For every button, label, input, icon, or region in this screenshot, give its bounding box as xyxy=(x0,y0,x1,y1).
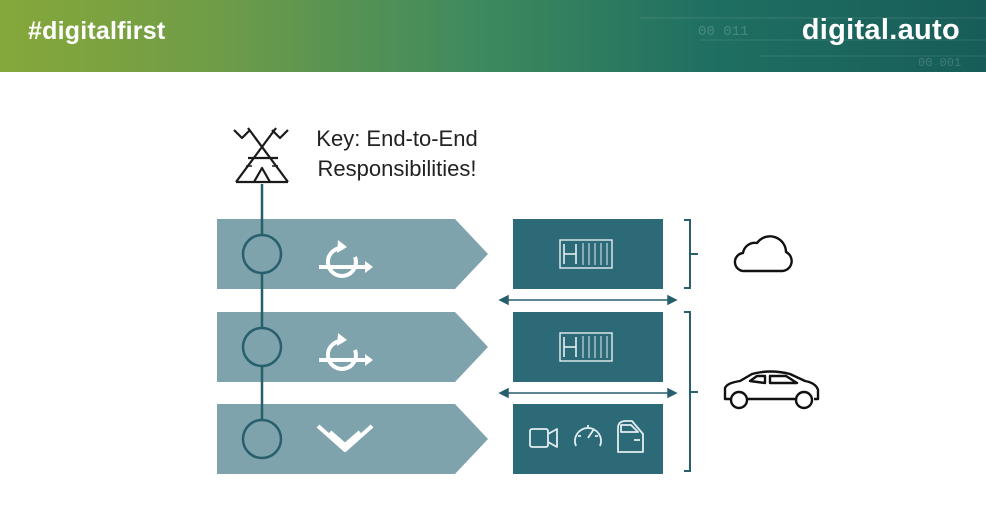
teepee-icon xyxy=(233,127,289,184)
row-1-component-box xyxy=(513,219,663,289)
row-3-node xyxy=(241,418,283,460)
car-door-icon xyxy=(617,420,644,453)
hashtag-title: #digitalfirst xyxy=(28,17,166,45)
header-banner: 00 011 00 001 #digitalfirst digital.auto xyxy=(0,0,986,72)
key-line-1: Key: End-to-End xyxy=(316,126,478,151)
key-line-2: Responsibilities! xyxy=(317,156,477,181)
row-2-node xyxy=(241,326,283,368)
deco-binary-1: 00 011 xyxy=(698,24,748,40)
cloud-bracket xyxy=(684,219,698,289)
brand-logo: digital.auto xyxy=(801,14,960,46)
key-label: Key: End-to-End Responsibilities! xyxy=(292,124,502,184)
interface-arrow-1 xyxy=(498,294,678,306)
vehicle-bracket xyxy=(684,311,698,472)
lean-funnel-icon xyxy=(316,424,374,452)
car-icon xyxy=(723,370,820,410)
row-1-node xyxy=(241,233,283,275)
camera-icon xyxy=(529,428,558,448)
cloud-icon xyxy=(733,235,793,273)
row-2-arrow xyxy=(217,312,488,382)
speedometer-icon xyxy=(574,425,602,447)
row-2-component-box xyxy=(513,312,663,382)
row-3-component-box xyxy=(513,404,663,474)
header-decoration: 00 011 00 001 xyxy=(640,17,986,70)
deco-binary-2: 00 001 xyxy=(918,56,961,70)
row-1-arrow xyxy=(217,219,488,289)
interface-arrow-2 xyxy=(498,387,678,399)
